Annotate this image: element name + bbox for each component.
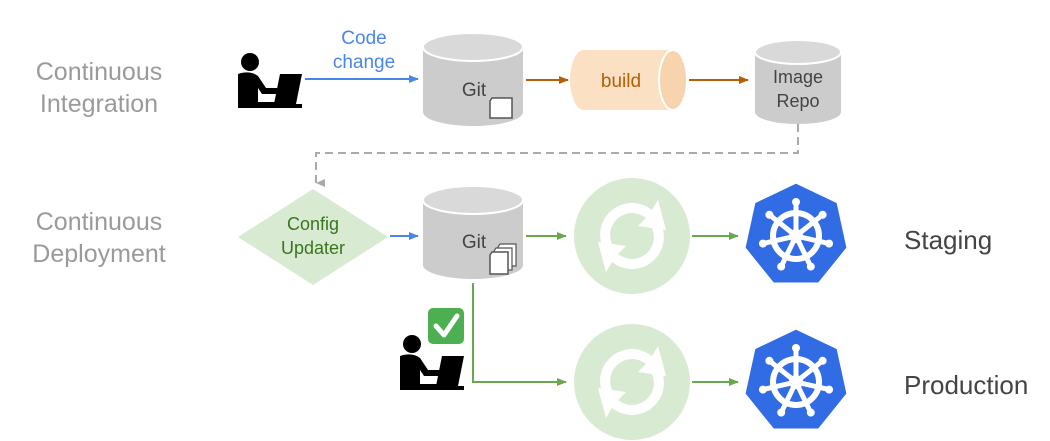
build-label: build [601, 71, 641, 92]
config-updater: Config Updater [238, 189, 388, 285]
image-repo-label-line1: Image [773, 67, 823, 87]
documents-icon [489, 243, 517, 275]
staging-label: Staging [904, 225, 993, 255]
cd-label-line2: Deployment [32, 240, 166, 268]
image-repo: Image Repo [754, 39, 842, 124]
checkmark-icon [428, 308, 464, 344]
sync-icon [574, 324, 690, 440]
ci-label-line1: Continuous [35, 58, 163, 86]
continuous-integration-label: Continuous Integration [14, 56, 184, 120]
continuous-deployment-label: Continuous Deployment [14, 206, 184, 270]
production-label: Production [904, 370, 1029, 400]
image-repo-label-line2: Repo [776, 91, 819, 111]
config-updater-label-line2: Updater [281, 238, 345, 258]
cd-label-line1: Continuous [35, 208, 163, 236]
developer-icon [238, 53, 302, 108]
sync-icon [574, 178, 690, 294]
git-label-cd: Git [462, 232, 487, 253]
build-step: build [570, 49, 688, 111]
code-change-label-line1: Code [341, 28, 386, 49]
ci-label-line2: Integration [39, 90, 159, 118]
git-label-ci: Git [462, 80, 487, 101]
document-icon [489, 97, 513, 119]
git-repo-ci: Git [422, 32, 524, 126]
dashed-connector-repo-to-updater [315, 124, 799, 187]
arrow-git-to-sync-production [472, 283, 567, 386]
kubernetes-icon [744, 182, 848, 284]
kubernetes-icon [744, 328, 848, 430]
git-repo-cd: Git [422, 185, 524, 279]
config-updater-label-line1: Config [287, 214, 339, 234]
code-change-label-line2: change [333, 52, 395, 73]
